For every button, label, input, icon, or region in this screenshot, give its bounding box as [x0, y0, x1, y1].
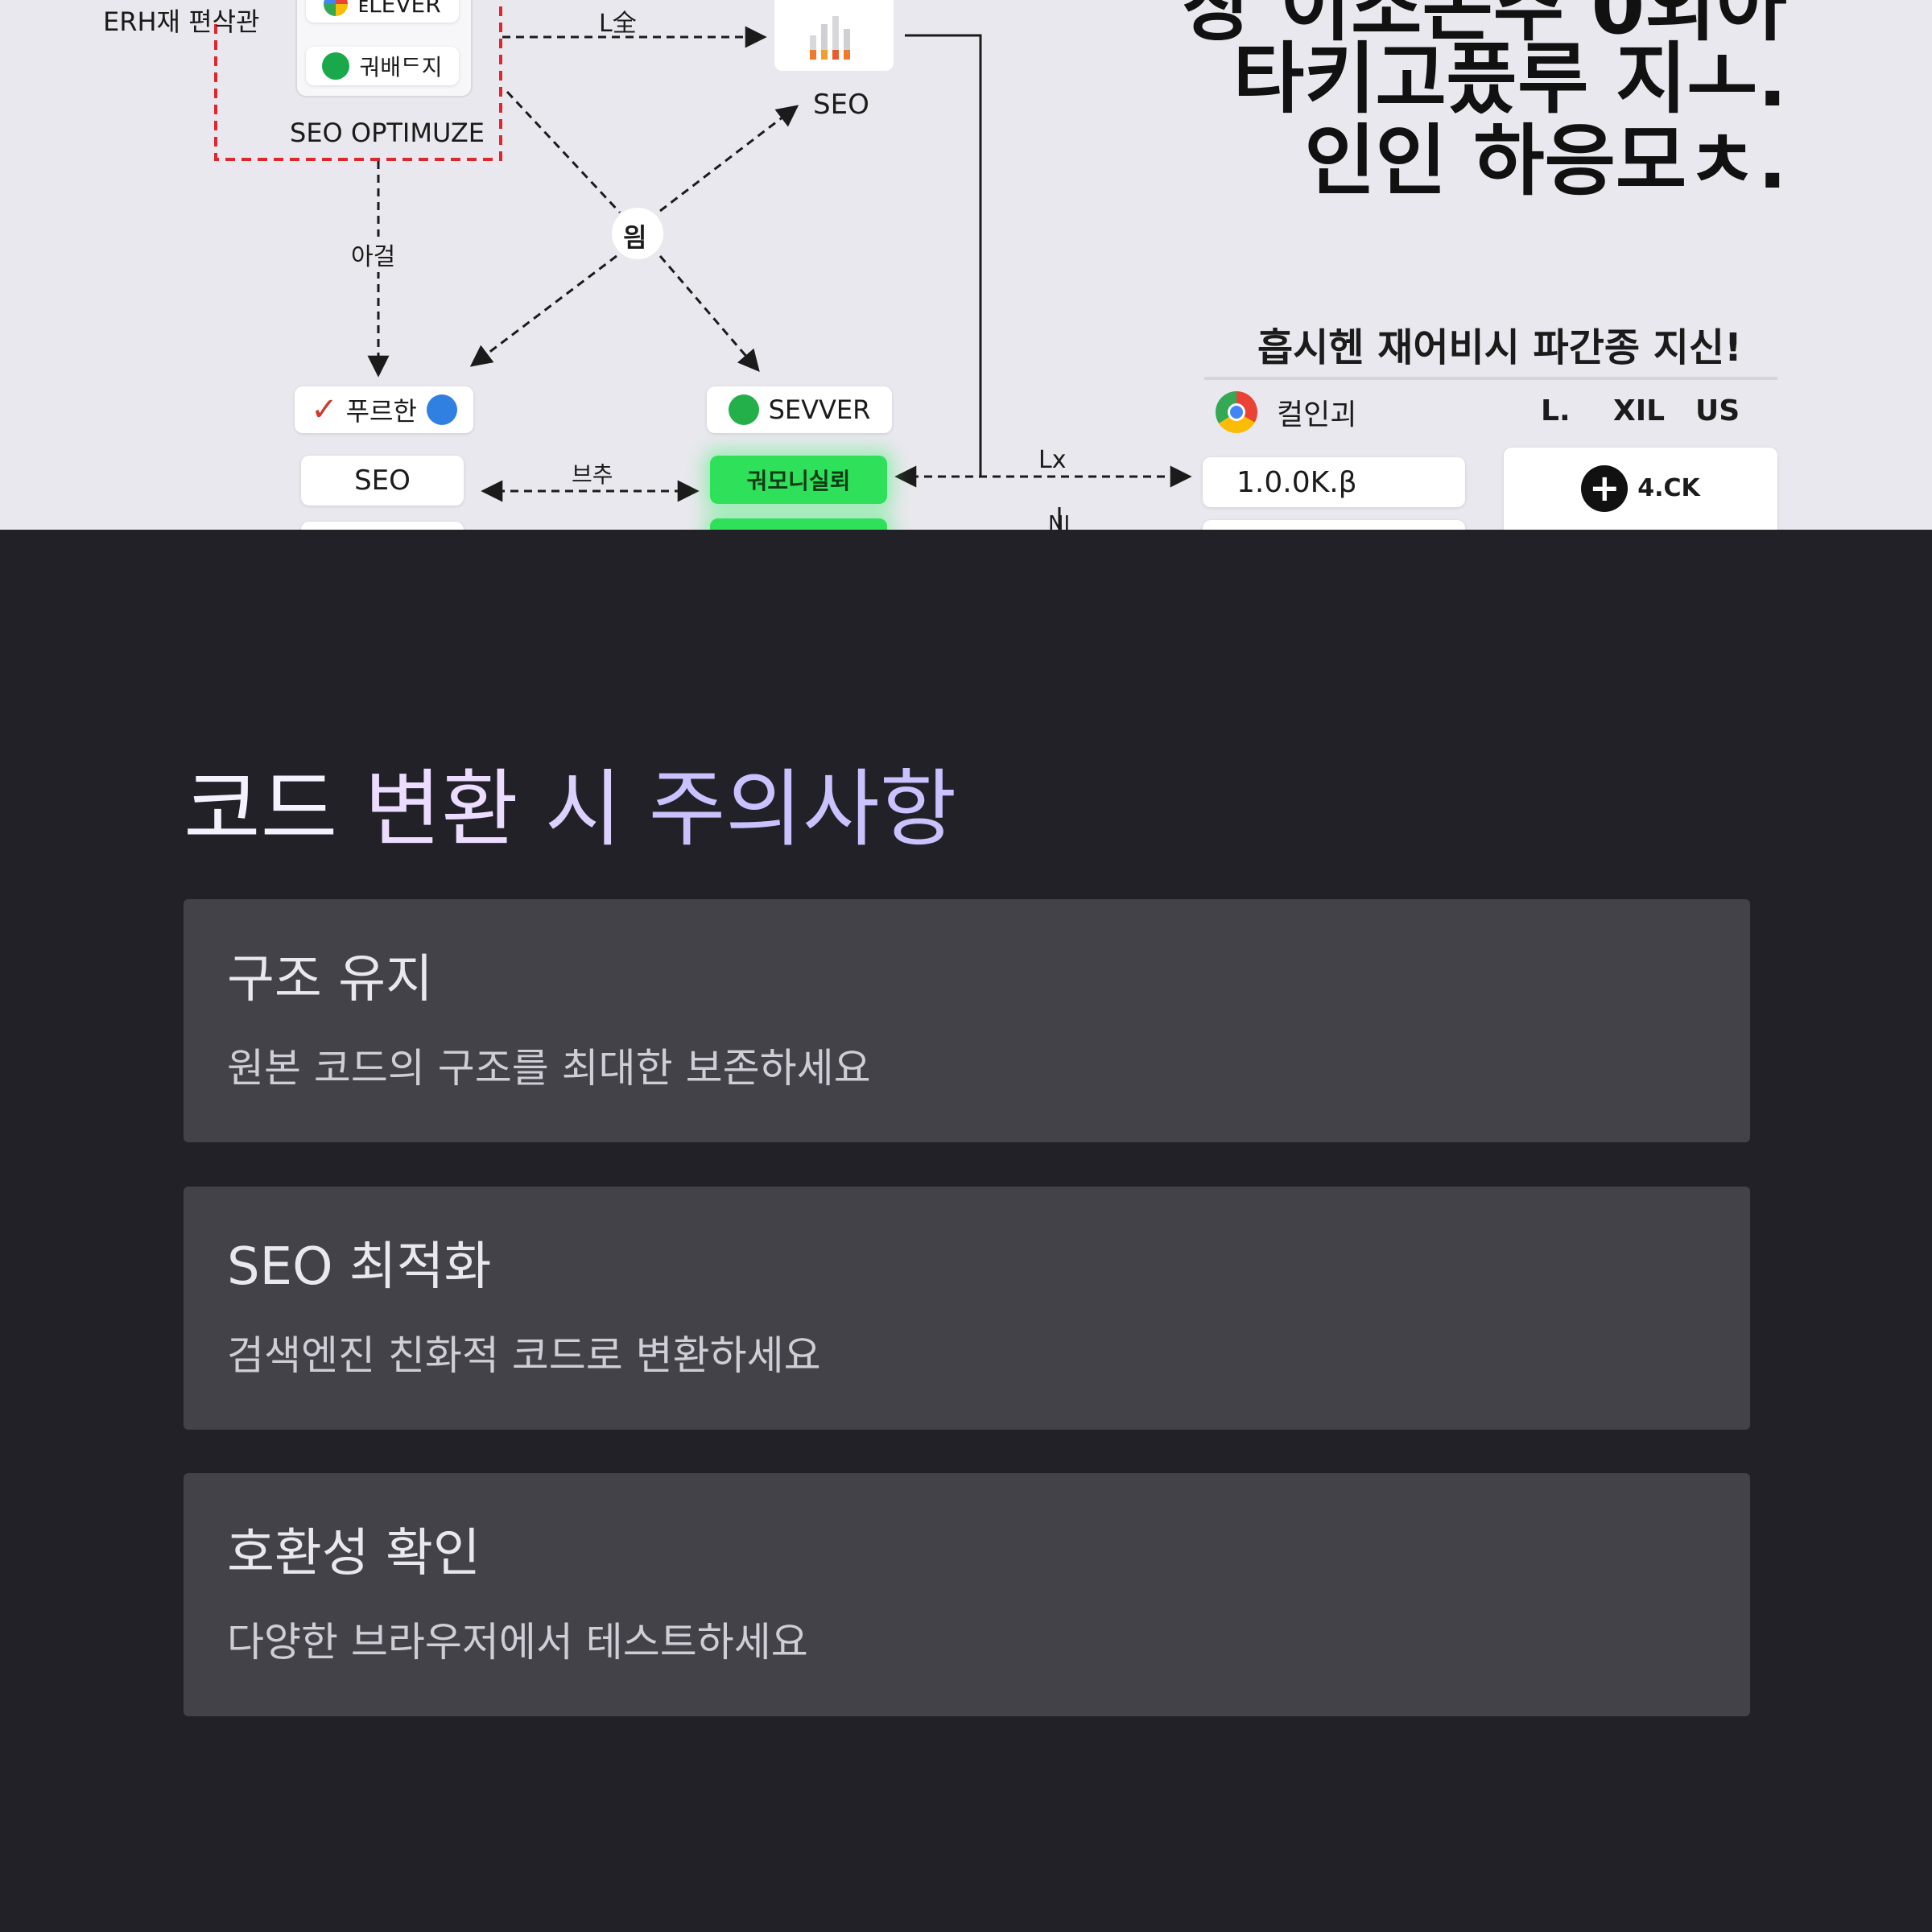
diagram-image: ERH재 편삭관 ᴇLEVER 궈배ᄃ지 SEO OPTIMUZE L全 SEO…: [0, 0, 1932, 530]
edge-right-label: Lx: [1038, 446, 1067, 474]
table-title: 흡시헨 재어비시 파간종 지신!: [1257, 325, 1742, 370]
tip-description: 원본 코드의 구조를 최대한 보존하세요: [227, 1045, 871, 1092]
green-item-label: 궈배ᄃ지: [359, 54, 443, 80]
chrome-icon: [1216, 391, 1257, 433]
tip-title: 호환성 확인: [227, 1524, 481, 1583]
server-icon: [728, 394, 759, 425]
seo-bottom-node-2: [301, 522, 464, 530]
tip-description: 검색엔진 친화적 코드로 변환하세요: [227, 1332, 821, 1379]
tip-card-structure: 구조 유지 원본 코드의 구조를 최대한 보존하세요: [184, 899, 1750, 1142]
edge-right-sub-label: NI: [1048, 512, 1071, 530]
title-word-2: 변환: [364, 760, 518, 858]
action-card: + 4.CK: [1504, 448, 1777, 530]
action-label: 4.CK: [1637, 474, 1700, 502]
heading-line-1: 창 이조온추 0외아: [1182, 0, 1787, 52]
column-xil: XIL: [1613, 394, 1666, 427]
browser-label: 컬인괴: [1277, 398, 1357, 431]
left-node-label: 푸르한: [345, 396, 417, 427]
seo-bottom-node: SEO: [301, 456, 464, 506]
tip-description: 다양한 브라우저에서 테스트하세요: [227, 1619, 808, 1666]
google-item-label: ᴇLEVER: [357, 0, 441, 18]
check-icon: ✓: [311, 391, 338, 428]
center-node: [612, 208, 663, 259]
center-node-label: 읨: [623, 222, 647, 253]
column-l: L.: [1541, 394, 1571, 427]
edge-bottom-label: 브추: [572, 461, 613, 488]
green-node-2: [710, 518, 887, 530]
server-node-label: SEVVER: [768, 394, 871, 425]
title-word-1: 코드: [184, 760, 338, 858]
version-field-2: [1203, 520, 1465, 530]
green-node: 궈모니실뢰: [710, 456, 887, 504]
group-label: SEO OPTIMUZE: [290, 118, 485, 148]
browser-row: 컬인괴: [1216, 391, 1356, 433]
left-node: ✓ 푸르한: [295, 386, 473, 433]
plus-icon: +: [1581, 465, 1629, 512]
group-border: [214, 0, 502, 161]
seo-top-label: SEO: [813, 89, 869, 121]
sync-icon: [426, 394, 457, 425]
tip-title: 구조 유지: [227, 950, 433, 1009]
label-top-left: ERH재 편삭관: [103, 6, 260, 37]
leaf-icon: [322, 52, 350, 80]
google-icon: [324, 0, 349, 16]
column-us: US: [1695, 394, 1740, 427]
tip-card-seo: SEO 최적화 검색엔진 친화적 코드로 변환하세요: [184, 1187, 1750, 1430]
title-word-4: 주의사항: [648, 760, 957, 858]
google-item: ᴇLEVER: [306, 0, 459, 23]
heading-line-3: 인인 하응모ㅊ.: [1304, 116, 1787, 206]
tip-title: SEO 최적화: [227, 1237, 492, 1297]
edge-top-label: L全: [599, 10, 637, 38]
tip-card-compatibility: 호환성 확인 다양한 브라우저에서 테스트하세요: [184, 1473, 1750, 1716]
green-item: 궈배ᄃ지: [306, 47, 459, 85]
edge-down-label: 아걸: [351, 237, 396, 272]
version-field: 1.0.0K.β: [1203, 457, 1465, 507]
title-word-3: 시: [544, 760, 622, 858]
server-node: SEVVER: [707, 386, 892, 433]
heading-line-2: 타키고픘루 지ㅗ.: [1232, 34, 1787, 124]
tips-title: 코드 변환 시 주의사항: [184, 741, 956, 862]
bar-chart-icon: [810, 16, 850, 60]
